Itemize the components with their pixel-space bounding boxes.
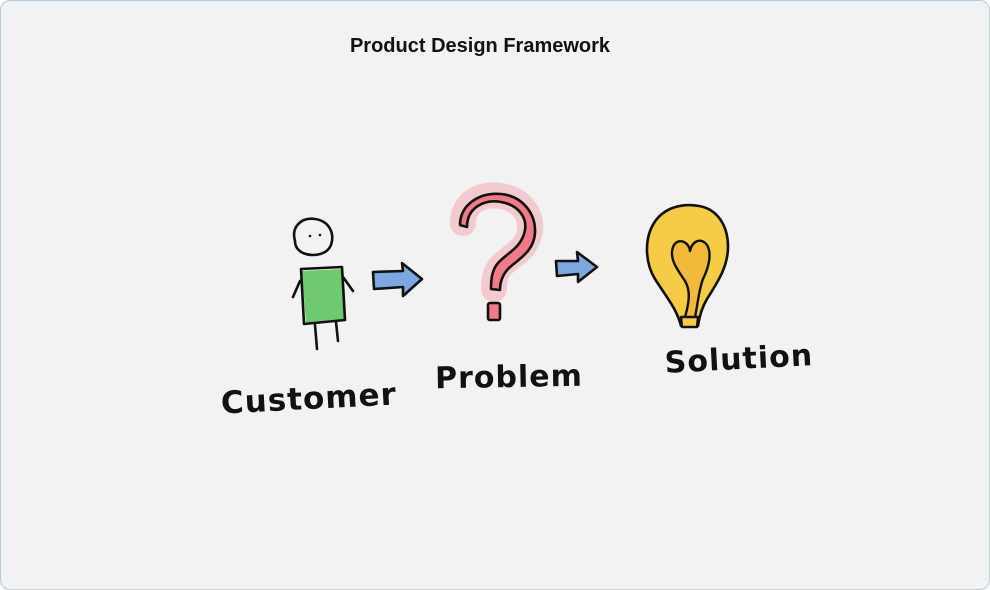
step-label-solution: Solution [664, 338, 814, 381]
stick-figure-icon [291, 217, 355, 351]
lightbulb-icon [645, 203, 730, 329]
question-mark-icon [450, 182, 544, 322]
step-label-customer: Customer [220, 376, 398, 421]
arrow-right-icon [554, 250, 599, 284]
diagram-title: Product Design Framework [349, 35, 611, 57]
arrow-right-icon [371, 261, 424, 298]
step-label-problem: Problem [435, 359, 583, 397]
